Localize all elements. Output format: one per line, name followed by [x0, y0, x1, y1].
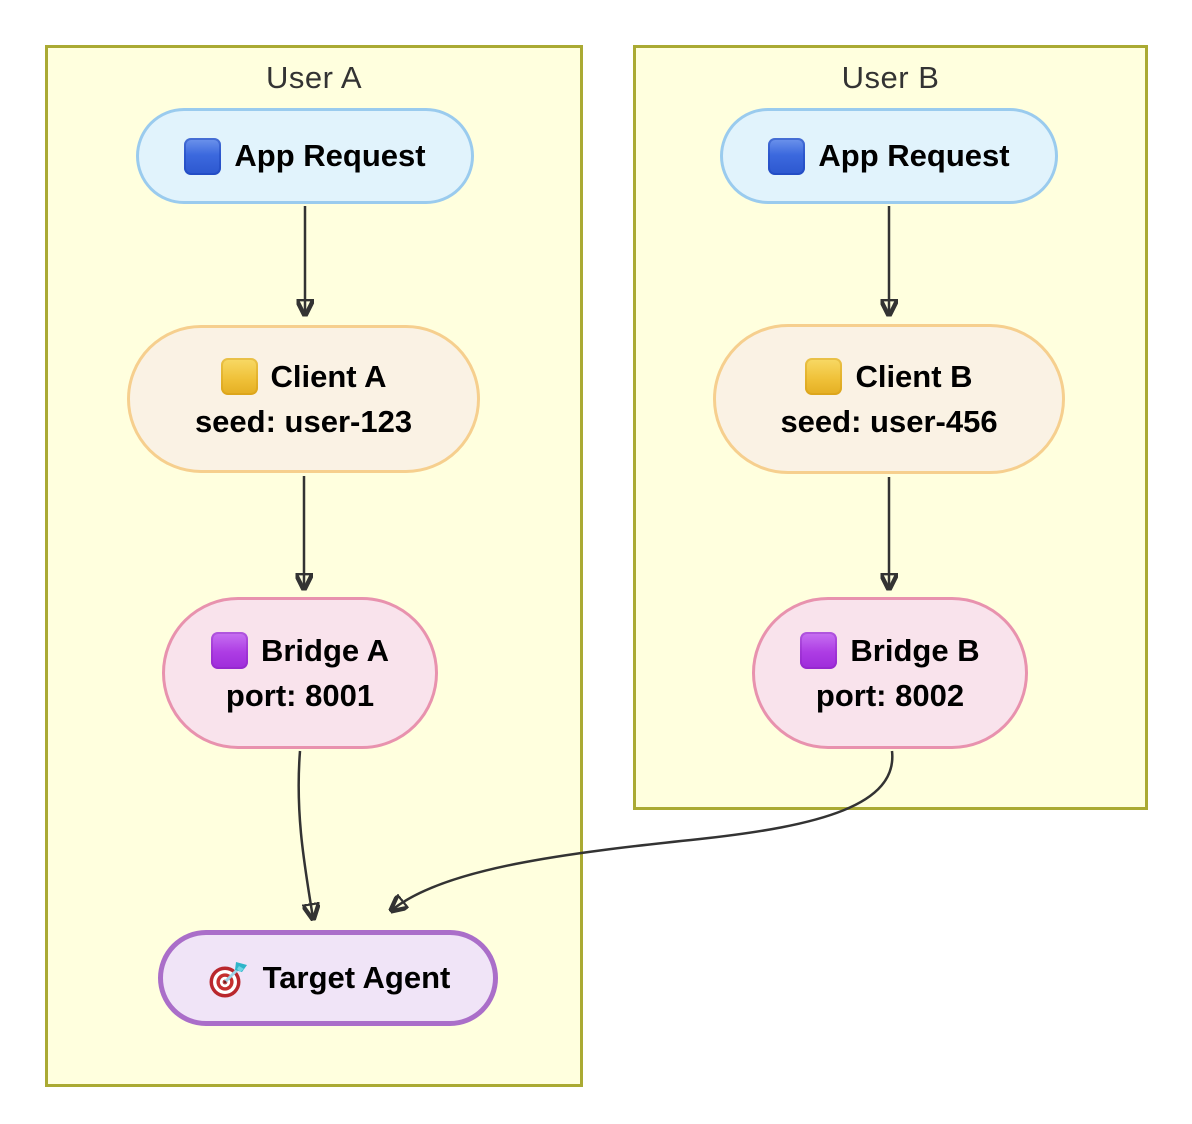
- purple-square-icon: [210, 632, 248, 670]
- node-target-agent: Target Agent: [158, 930, 498, 1026]
- subgraph-user-b-title: User B: [841, 60, 940, 95]
- node-client-b: Client B seed: user-456: [713, 324, 1065, 474]
- node-label: Client A: [270, 358, 387, 394]
- node-label: App Request: [818, 138, 1010, 174]
- yellow-square-icon: [805, 358, 843, 396]
- subgraph-user-a-title: User A: [265, 60, 363, 95]
- blue-square-icon: [184, 137, 222, 175]
- node-label: Bridge B: [850, 632, 980, 668]
- node-label: App Request: [234, 138, 426, 174]
- node-sublabel: port: 8002: [815, 678, 965, 714]
- node-sublabel: seed: user-123: [194, 404, 413, 440]
- node-label: Target Agent: [262, 960, 451, 996]
- node-sublabel: seed: user-456: [780, 404, 998, 440]
- yellow-square-icon: [220, 358, 258, 396]
- node-sublabel: port: 8001: [225, 678, 375, 714]
- target-icon: [209, 962, 247, 998]
- node-bridge-b: Bridge B port: 8002: [752, 597, 1028, 749]
- node-label: Client B: [855, 358, 973, 394]
- node-bridge-a: Bridge A port: 8001: [162, 597, 438, 749]
- purple-square-icon: [800, 632, 838, 670]
- node-label: Bridge A: [260, 632, 390, 668]
- node-client-a: Client A seed: user-123: [127, 325, 480, 473]
- node-app-request-b: App Request: [720, 108, 1058, 204]
- node-app-request-a: App Request: [136, 108, 474, 204]
- blue-square-icon: [768, 137, 806, 175]
